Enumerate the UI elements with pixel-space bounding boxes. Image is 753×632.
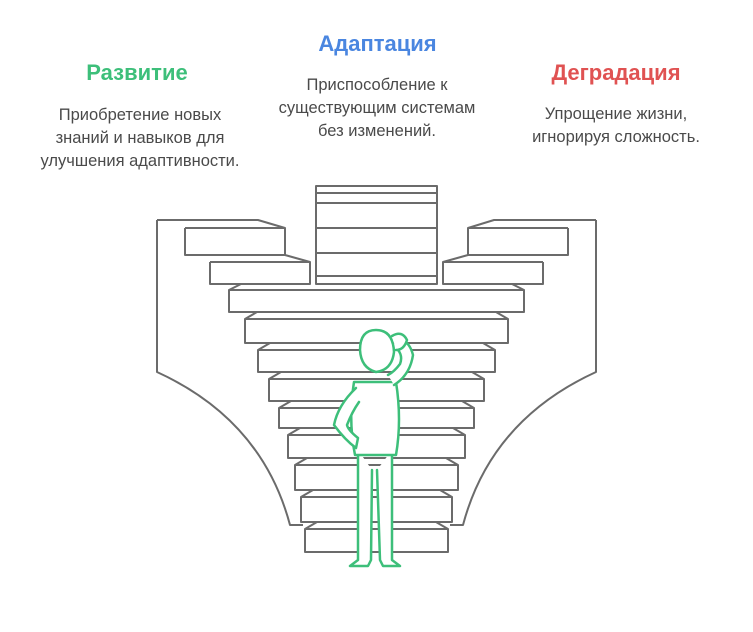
degradation-title: Деградация	[551, 60, 681, 85]
person-figure-part	[375, 448, 402, 568]
stair-step-bevel	[445, 457, 459, 466]
person-figure-part	[349, 380, 401, 457]
stair-step-bevel	[435, 521, 449, 530]
stair-step-bevel	[482, 342, 496, 351]
development-description: Приобретение новых знаний и навыков для …	[40, 106, 240, 170]
stair-step-bevel	[300, 489, 314, 498]
stair-step-bevel	[244, 311, 258, 320]
stair-step-bevel	[287, 427, 301, 436]
person-scratching-head-icon	[332, 328, 415, 568]
stair-step-bevel	[461, 400, 475, 409]
development-title: Развитие	[86, 60, 188, 85]
person-figure-part	[332, 386, 361, 450]
stair-step-bevel	[511, 283, 525, 291]
stair-step-bevel	[228, 283, 242, 291]
stair-step	[304, 528, 449, 553]
stair-step	[228, 289, 525, 313]
stair-step-bevel	[268, 371, 282, 380]
stair-step-bevel	[452, 427, 466, 436]
stair-step-bevel	[294, 457, 308, 466]
center-tower	[315, 185, 438, 285]
left-step-2	[209, 254, 311, 285]
right-step-2	[442, 254, 544, 285]
funnel-right-wall	[450, 220, 597, 526]
stair-step-bevel	[304, 521, 318, 530]
stair-step	[300, 496, 453, 523]
person-figure-part	[358, 328, 396, 374]
person-figure-part	[348, 448, 374, 568]
stair-step-bevel	[439, 489, 453, 498]
adaptation-description: Приспособление к существующим системам б…	[278, 76, 476, 140]
stair-step-bevel	[471, 371, 485, 380]
degradation-description: Упрощение жизни, игнорируя сложность.	[532, 105, 700, 146]
right-step-1	[467, 219, 596, 256]
stair-step-bevel	[495, 311, 509, 320]
stair-step-bevel	[257, 342, 271, 351]
adaptation-title: Адаптация	[318, 31, 437, 56]
person-figure-part	[390, 332, 409, 352]
left-step-1	[157, 219, 286, 256]
stair-step-bevel	[278, 400, 292, 409]
funnel-left-wall	[156, 220, 303, 526]
